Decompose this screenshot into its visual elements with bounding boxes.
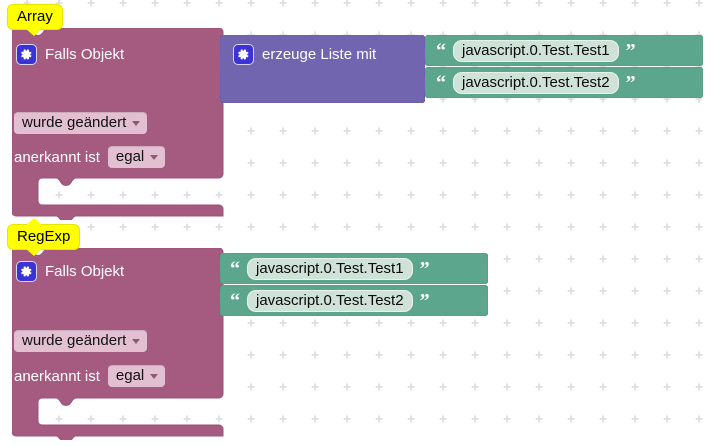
change-type-dropdown-value: wurde geändert	[22, 332, 127, 349]
block-array-header[interactable]: Falls Objekt	[16, 44, 124, 65]
ack-dropdown-value: egal	[115, 367, 145, 384]
block-regexp-title: Falls Objekt	[45, 263, 125, 280]
comment-tag-label: RegExp	[17, 228, 71, 245]
text-field[interactable]: javascript.0.Test.Test1	[453, 40, 619, 63]
block-regexp-change-dropdown-row[interactable]: wurde geändert	[14, 330, 148, 352]
comment-tag-label: Array	[17, 8, 53, 25]
text-block-row[interactable]: “ javascript.0.Test.Test1 ”	[230, 258, 430, 281]
block-regexp-header[interactable]: Falls Objekt	[16, 261, 124, 282]
tag-pointer-up-icon	[25, 218, 43, 226]
tag-pointer-icon	[25, 248, 43, 256]
ack-label: anerkannt ist	[14, 367, 100, 385]
open-quote-icon: “	[230, 290, 240, 313]
gear-icon[interactable]	[16, 261, 37, 282]
gear-icon[interactable]	[233, 44, 254, 65]
chevron-down-icon	[150, 154, 159, 160]
text-block-row[interactable]: “ javascript.0.Test.Test1 ”	[436, 40, 636, 63]
text-field[interactable]: javascript.0.Test.Test2	[453, 72, 619, 95]
block-regexp-ack-row[interactable]: anerkannt ist egal	[14, 365, 166, 387]
close-quote-icon: ”	[419, 290, 430, 313]
chevron-down-icon	[132, 338, 141, 344]
block-array-title: Falls Objekt	[45, 46, 125, 63]
block-array-change-dropdown-row[interactable]: wurde geändert	[14, 112, 148, 134]
chevron-down-icon	[150, 373, 159, 379]
ack-dropdown[interactable]: egal	[107, 365, 166, 387]
change-type-dropdown[interactable]: wurde geändert	[14, 330, 148, 352]
open-quote-icon: “	[436, 72, 446, 95]
close-quote-icon: ”	[625, 72, 636, 95]
list-block-header[interactable]: erzeuge Liste mit	[233, 44, 376, 65]
close-quote-icon: ”	[419, 258, 430, 281]
close-quote-icon: ”	[625, 40, 636, 63]
open-quote-icon: “	[230, 258, 240, 281]
change-type-dropdown-value: wurde geändert	[22, 114, 127, 131]
ack-dropdown-value: egal	[115, 148, 145, 165]
ack-label: anerkannt ist	[14, 148, 100, 166]
text-block-row[interactable]: “ javascript.0.Test.Test2 ”	[230, 290, 430, 313]
comment-tag-regexp[interactable]: RegExp	[8, 218, 80, 256]
change-type-dropdown[interactable]: wurde geändert	[14, 112, 148, 134]
open-quote-icon: “	[436, 40, 446, 63]
text-block-row[interactable]: “ javascript.0.Test.Test2 ”	[436, 72, 636, 95]
chevron-down-icon	[132, 120, 141, 126]
list-block-title: erzeuge Liste mit	[262, 46, 377, 63]
comment-tag-array[interactable]: Array	[8, 5, 62, 36]
gear-icon[interactable]	[16, 44, 37, 65]
text-field[interactable]: javascript.0.Test.Test1	[247, 258, 413, 281]
tag-pointer-icon	[25, 28, 43, 36]
text-field[interactable]: javascript.0.Test.Test2	[247, 290, 413, 313]
ack-dropdown[interactable]: egal	[107, 146, 166, 168]
block-array-ack-row[interactable]: anerkannt ist egal	[14, 146, 166, 168]
